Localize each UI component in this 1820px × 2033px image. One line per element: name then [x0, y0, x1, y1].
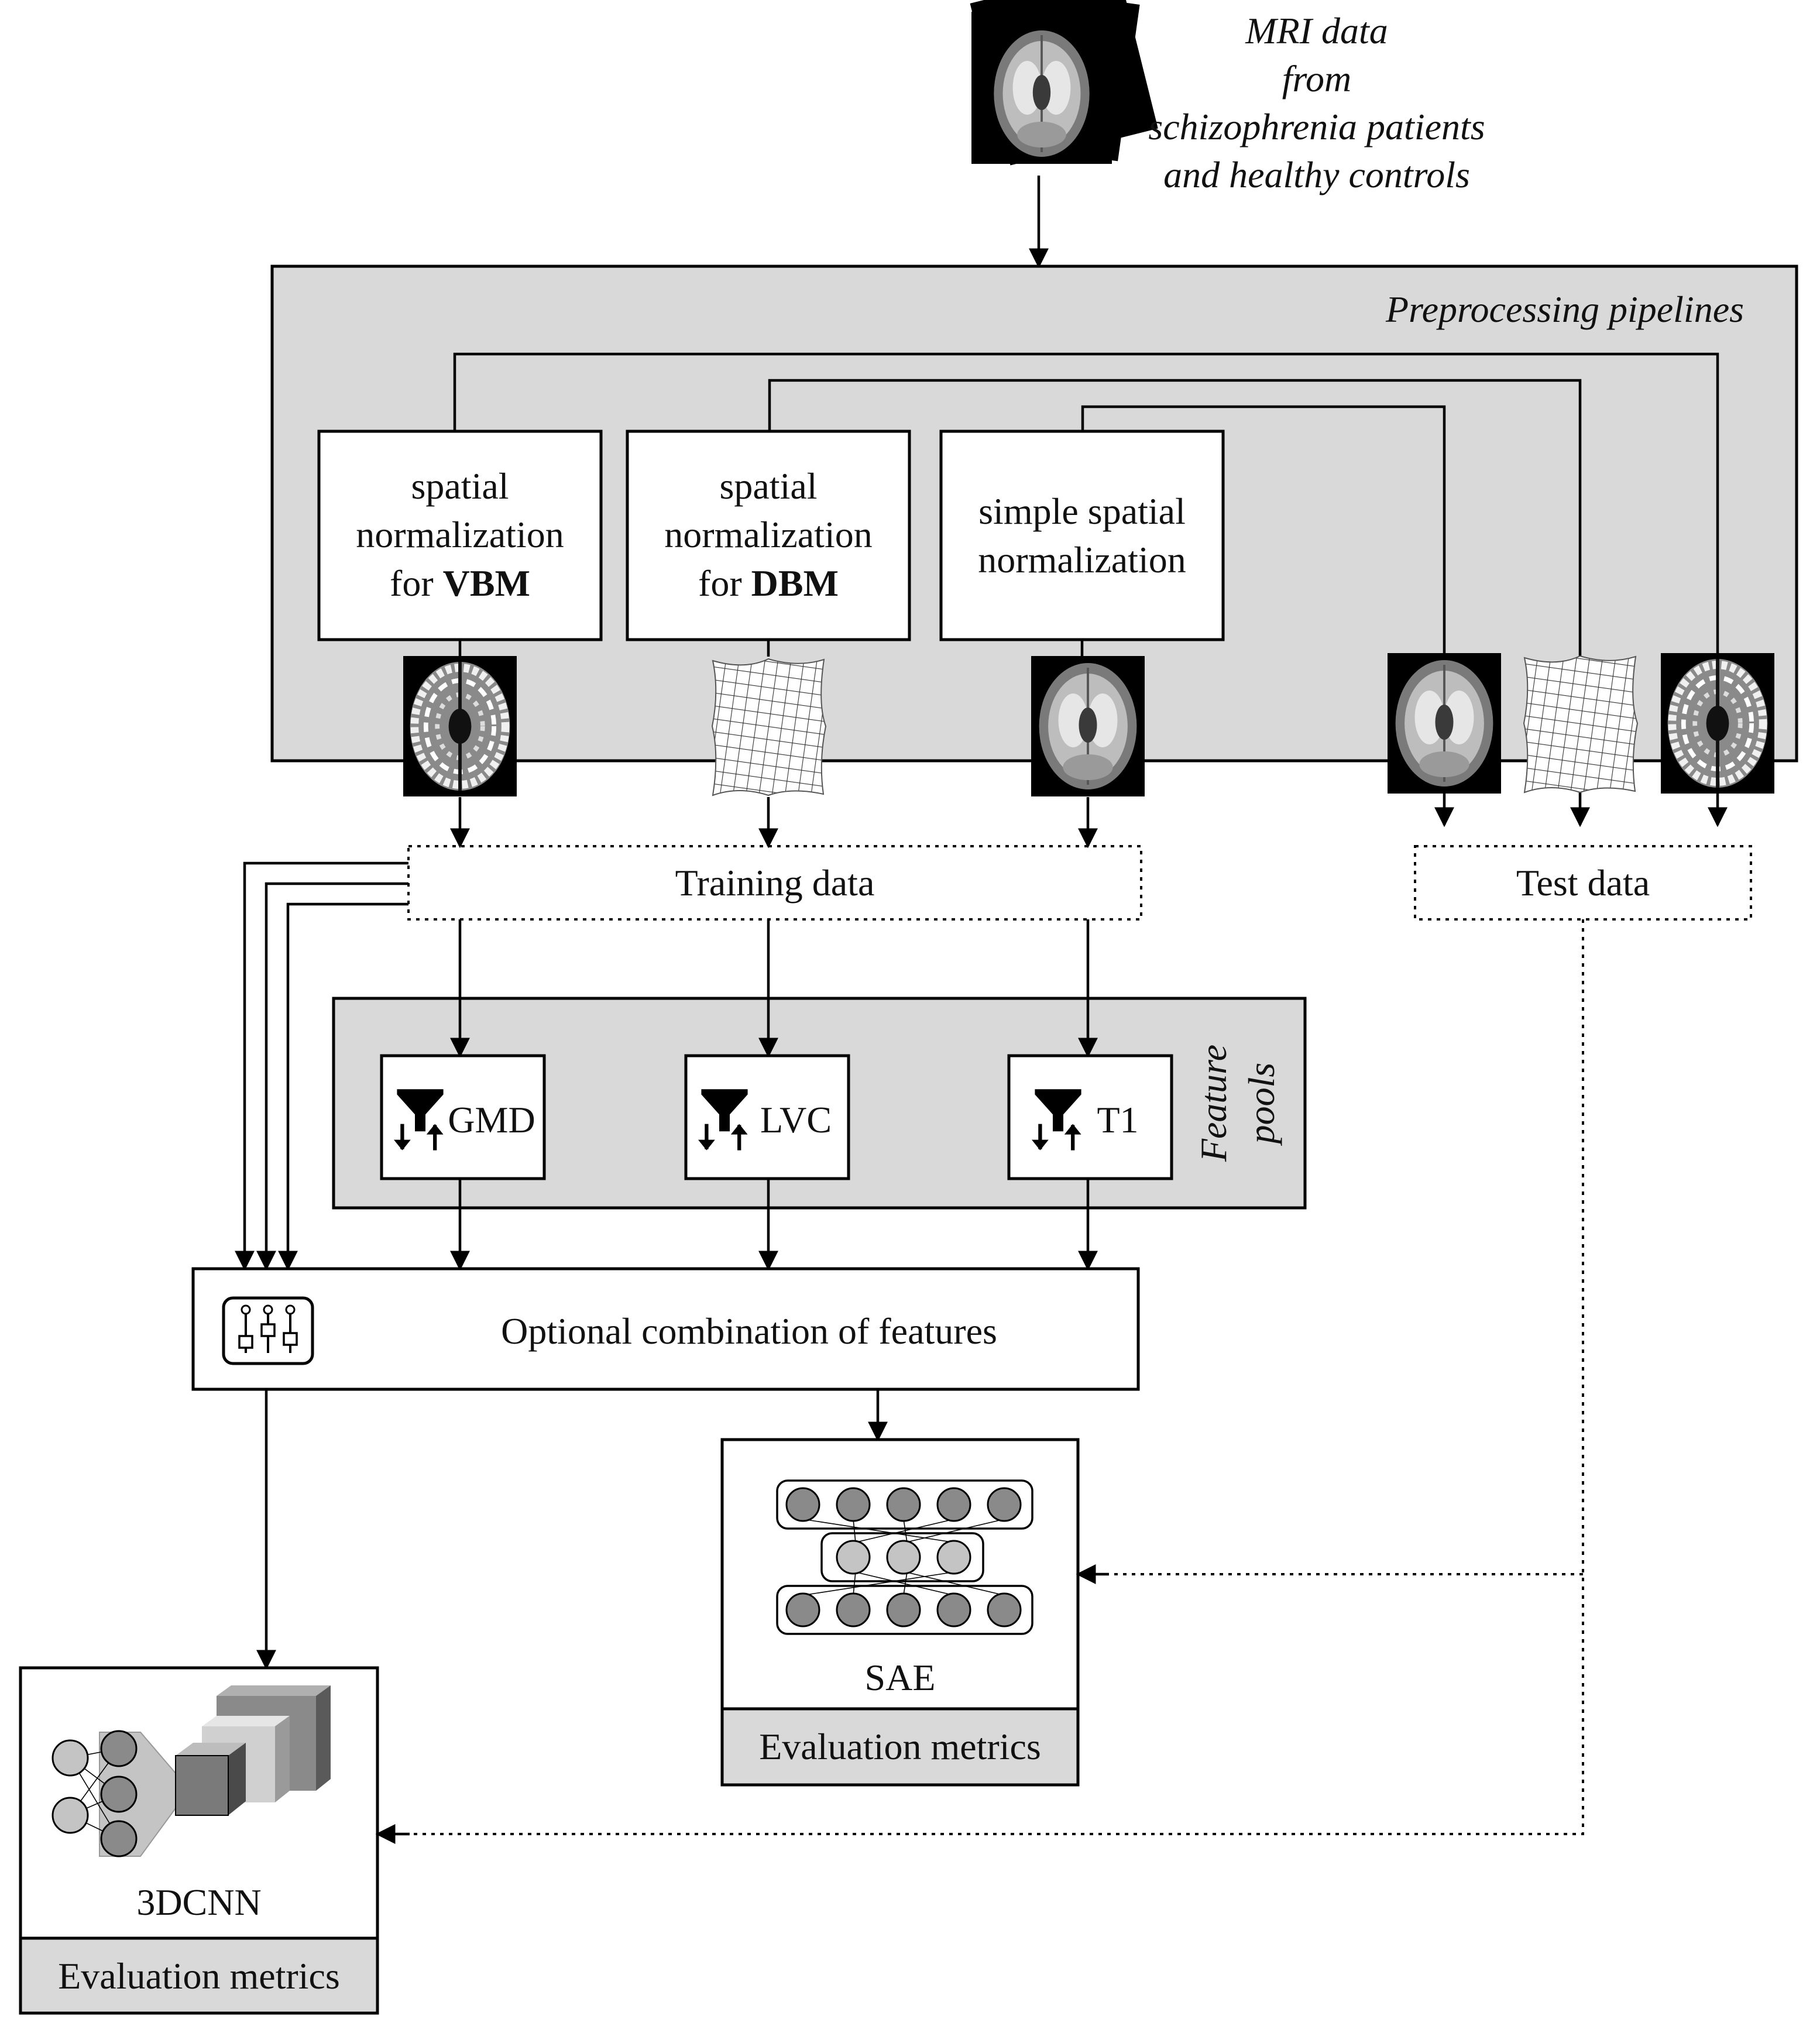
cnn-metrics-label: Evaluation metrics	[58, 1955, 340, 1997]
simple-normalization-box	[939, 430, 1225, 641]
sae-metrics-bar	[720, 1707, 1080, 1787]
vbm-normalization-box	[317, 430, 603, 641]
mri-title-line2: from	[1282, 58, 1352, 99]
vbm-line3: for VBM	[390, 562, 530, 604]
vbm-line2: normalization	[356, 514, 564, 555]
mri-title-line3: schizophrenia patients	[1148, 106, 1485, 147]
mri-title-line4: and healthy controls	[1163, 154, 1470, 195]
simple-line2: normalization	[978, 539, 1186, 581]
mri-stack-icon	[970, 0, 1158, 166]
cnn-metrics-bar	[19, 1936, 379, 2015]
training-direct-line-1	[235, 861, 408, 1271]
test-data-label: Test data	[1516, 862, 1650, 904]
cnn-label: 3DCNN	[136, 1881, 261, 1923]
sae-network-icon	[776, 1479, 1033, 1635]
feature-box-lvc	[684, 1054, 850, 1180]
dbm-normalization-box	[626, 430, 911, 641]
simple-line1: simple spatial	[978, 490, 1186, 532]
dbm-to-test-line	[768, 379, 1590, 827]
dbm-line3: for DBM	[698, 562, 839, 604]
dbm-training-mesh-icon	[712, 658, 826, 796]
combination-label: Optional combination of features	[501, 1310, 997, 1352]
dbm-line3-bold: DBM	[751, 562, 839, 604]
feature-pools-title-line1: Feature	[1193, 1045, 1234, 1162]
feature-pools-title-line2: pools	[1241, 1063, 1282, 1146]
feature-box-gmd	[380, 1054, 546, 1180]
vbm-test-brain-icon	[1661, 653, 1774, 794]
cnn-network-icon	[51, 1685, 331, 1857]
simple-training-brain-icon	[1030, 655, 1146, 798]
feature-box-t1	[1007, 1054, 1173, 1180]
dbm-line1: spatial	[719, 465, 817, 507]
test-data-box	[1414, 845, 1752, 921]
simple-test-brain-icon	[1386, 652, 1502, 795]
feature-label-lvc: LVC	[760, 1099, 832, 1141]
feature-label-gmd: GMD	[448, 1099, 535, 1141]
dbm-test-mesh-icon	[1523, 655, 1638, 793]
mixer-icon	[222, 1296, 314, 1365]
dbm-line3-prefix: for	[698, 562, 751, 604]
sae-label: SAE	[865, 1657, 936, 1698]
vbm-line3-bold: VBM	[443, 562, 530, 604]
vbm-line1: spatial	[411, 465, 509, 507]
vbm-line3-prefix: for	[390, 562, 443, 604]
training-direct-line-2	[256, 882, 408, 1271]
mri-title-line1: MRI data	[1245, 10, 1388, 51]
training-direct-line-3	[278, 902, 408, 1271]
feature-pools-title: Feature pools	[1193, 1045, 1282, 1162]
vbm-to-test-line	[453, 352, 1728, 827]
feature-label-t1: T1	[1097, 1099, 1138, 1141]
preprocessing-title: Preprocessing pipelines	[1385, 289, 1744, 330]
dbm-line2: normalization	[664, 514, 872, 555]
vbm-training-brain-icon	[403, 656, 517, 796]
sae-metrics-label: Evaluation metrics	[759, 1726, 1041, 1767]
test-to-cnn-dotted-line	[386, 919, 1584, 1835]
simple-to-test-line	[1081, 405, 1454, 827]
training-data-label: Training data	[675, 862, 875, 904]
combination-box	[191, 1267, 1140, 1391]
